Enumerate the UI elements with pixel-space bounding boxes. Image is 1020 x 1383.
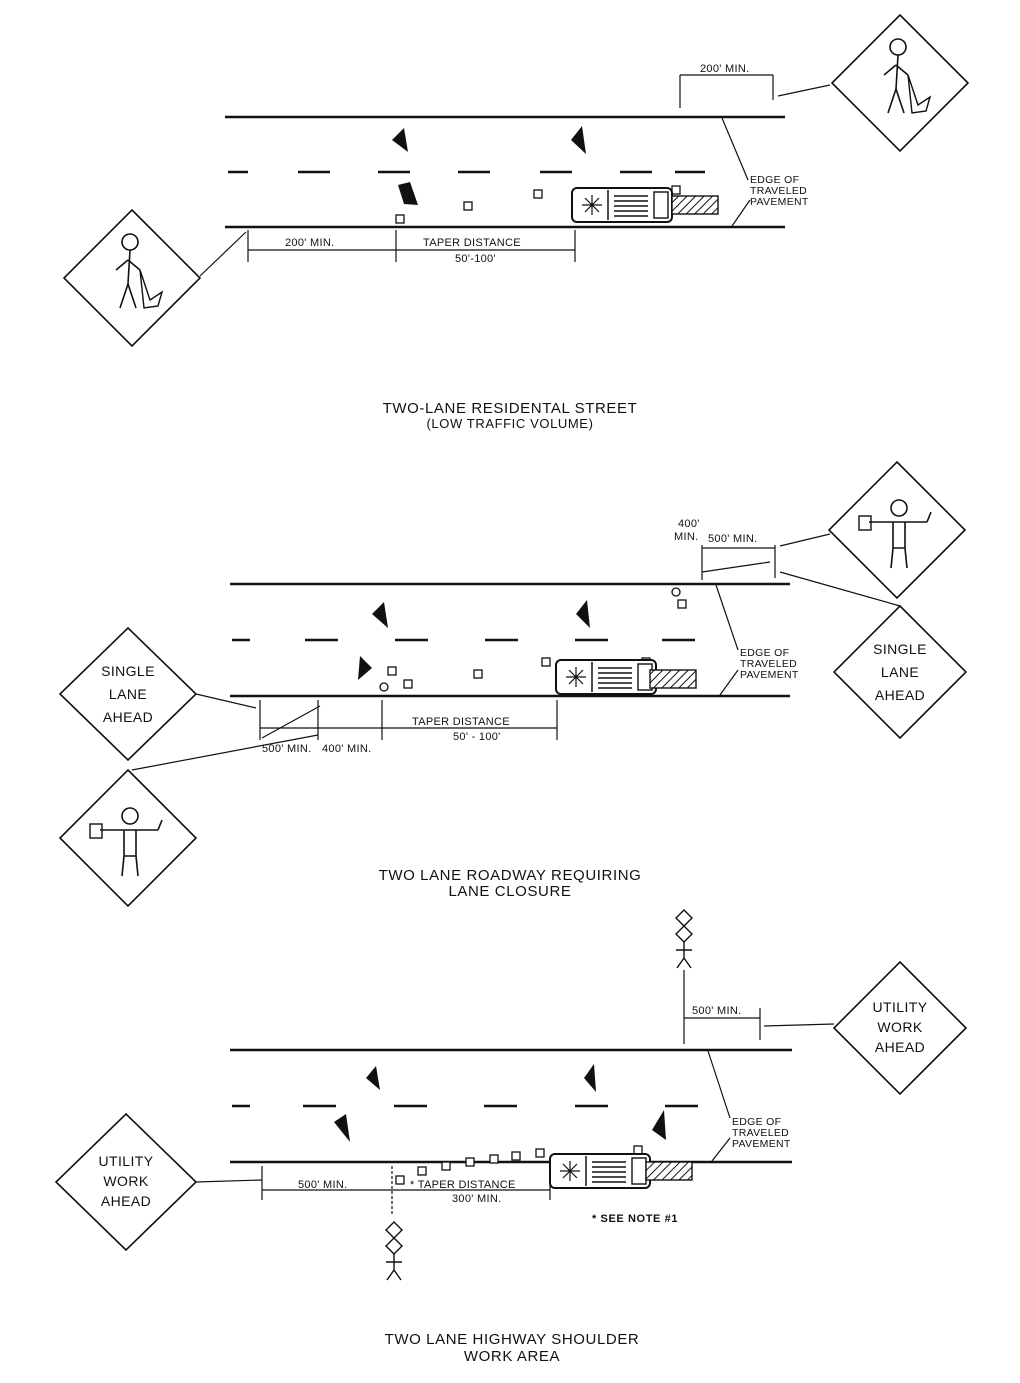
caption-subtitle: LANE CLOSURE <box>448 883 571 900</box>
sign-right-line-3: AHEAD <box>875 1039 925 1055</box>
dim-top-label: 500' MIN. <box>692 1005 741 1017</box>
taper-label: * TAPER DISTANCE <box>410 1179 516 1191</box>
flagperson-top <box>675 909 693 969</box>
worker-sign-right <box>831 14 969 152</box>
sign-right-line-3: AHEAD <box>875 687 925 703</box>
dim-bottom-label: 500' MIN. <box>298 1179 347 1191</box>
sign-left-line-3: AHEAD <box>103 709 153 725</box>
edge-label-3: PAVEMENT <box>732 1138 791 1150</box>
flagger-sign-left <box>59 769 197 907</box>
sign-left-line-3: AHEAD <box>101 1193 151 1209</box>
caption-subtitle: WORK AREA <box>464 1348 560 1365</box>
bottom-dimension: 500' MIN. * TAPER DISTANCE 300' MIN. <box>261 1166 551 1215</box>
bottom-dimension: 500' MIN. 400' MIN. TAPER DISTANCE 50' -… <box>259 700 558 755</box>
edge-label-1: EDGE OF <box>740 647 789 659</box>
sign-leader <box>779 571 901 607</box>
diagram-lane-closure: 400' MIN. 500' MIN. SINGLE LANE AHEAD 50… <box>58 461 968 907</box>
bottom-dimension: 200' MIN. TAPER DISTANCE 50'-100' <box>247 230 576 265</box>
sign-right-line-2: WORK <box>877 1019 922 1035</box>
sign-utility-work-right: UTILITY WORK AHEAD <box>832 960 968 1096</box>
sign-leader <box>779 533 831 547</box>
taper-range: 300' MIN. <box>452 1193 501 1205</box>
flagger-marker <box>671 587 681 597</box>
flagger-sign-right <box>828 461 966 599</box>
edge-label-1: EDGE OF <box>750 174 799 186</box>
edge-of-pavement: EDGE OF TRAVELED PAVEMENT <box>721 117 809 227</box>
dim-bottom-b: 400' MIN. <box>322 743 371 755</box>
edge-label-2: TRAVELED <box>740 658 797 670</box>
work-area <box>649 669 697 689</box>
taper-label: TAPER DISTANCE <box>423 237 521 249</box>
worker-sign-left <box>63 209 201 347</box>
sign-right-line-1: SINGLE <box>873 641 927 657</box>
edge-label-1: EDGE OF <box>732 1116 781 1128</box>
taper-range: 50' - 100' <box>453 731 501 743</box>
flagger-marker <box>379 682 389 692</box>
sign-utility-work-left: UTILITY WORK AHEAD <box>54 1112 198 1252</box>
caption-title: TWO LANE ROADWAY REQUIRING <box>379 867 642 884</box>
work-area <box>671 195 719 215</box>
sign-right-line-1: UTILITY <box>873 999 928 1015</box>
top-dimension: 500' MIN. <box>683 970 761 1044</box>
sign-left-line-2: WORK <box>103 1173 148 1189</box>
taper-label: TAPER DISTANCE <box>412 716 510 728</box>
sign-leader <box>777 84 831 97</box>
note-reference: * SEE NOTE #1 <box>592 1213 678 1225</box>
dim-top-b: 500' MIN. <box>708 533 757 545</box>
dim-top-label: 200' MIN. <box>700 63 749 75</box>
sign-right-line-2: LANE <box>881 664 919 680</box>
work-truck <box>549 1153 651 1189</box>
sign-leader-left <box>131 734 319 771</box>
traffic-arrows <box>334 1064 666 1142</box>
sign-single-lane-right: SINGLE LANE AHEAD <box>832 604 968 740</box>
work-truck <box>571 187 673 223</box>
caption-subtitle: (LOW TRAFFIC VOLUME) <box>426 416 593 431</box>
sign-left-line-1: UTILITY <box>99 1153 154 1169</box>
traffic-arrows <box>358 600 590 680</box>
sign-leader-left <box>195 1179 263 1183</box>
work-truck <box>555 659 657 695</box>
caption-title: TWO LANE HIGHWAY SHOULDER <box>385 1331 640 1348</box>
sign-left-line-2: LANE <box>109 686 147 702</box>
sign-leader <box>763 1023 835 1027</box>
dim-top-a-2: MIN. <box>674 531 698 543</box>
dim-bottom-a: 500' MIN. <box>262 743 311 755</box>
diagram-residential-street: 200' MIN. 200' MIN. TAPER DISTANCE 50'-1… <box>63 14 969 431</box>
caption-title: TWO-LANE RESIDENTAL STREET <box>383 400 638 417</box>
top-dimension: 200' MIN. <box>679 63 774 108</box>
edge-label-2: TRAVELED <box>732 1127 789 1139</box>
edge-of-pavement: EDGE OF TRAVELED PAVEMENT <box>707 1050 791 1162</box>
traffic-arrows <box>392 126 586 205</box>
edge-label-3: PAVEMENT <box>740 669 799 681</box>
dim-top-a-1: 400' <box>678 518 700 530</box>
top-dimension: 400' MIN. 500' MIN. <box>674 518 776 580</box>
edge-of-pavement: EDGE OF TRAVELED PAVEMENT <box>715 584 799 696</box>
sign-left-line-1: SINGLE <box>101 663 155 679</box>
dim-bottom-label: 200' MIN. <box>285 237 334 249</box>
diagram-shoulder-work: 500' MIN. UTILITY WORK AHEAD 500' MIN. *… <box>54 909 968 1365</box>
sign-single-lane-left: SINGLE LANE AHEAD <box>58 626 198 762</box>
flagperson-bottom <box>385 1221 403 1281</box>
sign-leader-left <box>199 231 247 277</box>
edge-label-3: PAVEMENT <box>750 196 809 208</box>
edge-label-2: TRAVELED <box>750 185 807 197</box>
work-area <box>645 1161 693 1181</box>
sign-leader-left <box>195 693 257 709</box>
taper-range: 50'-100' <box>455 253 496 265</box>
